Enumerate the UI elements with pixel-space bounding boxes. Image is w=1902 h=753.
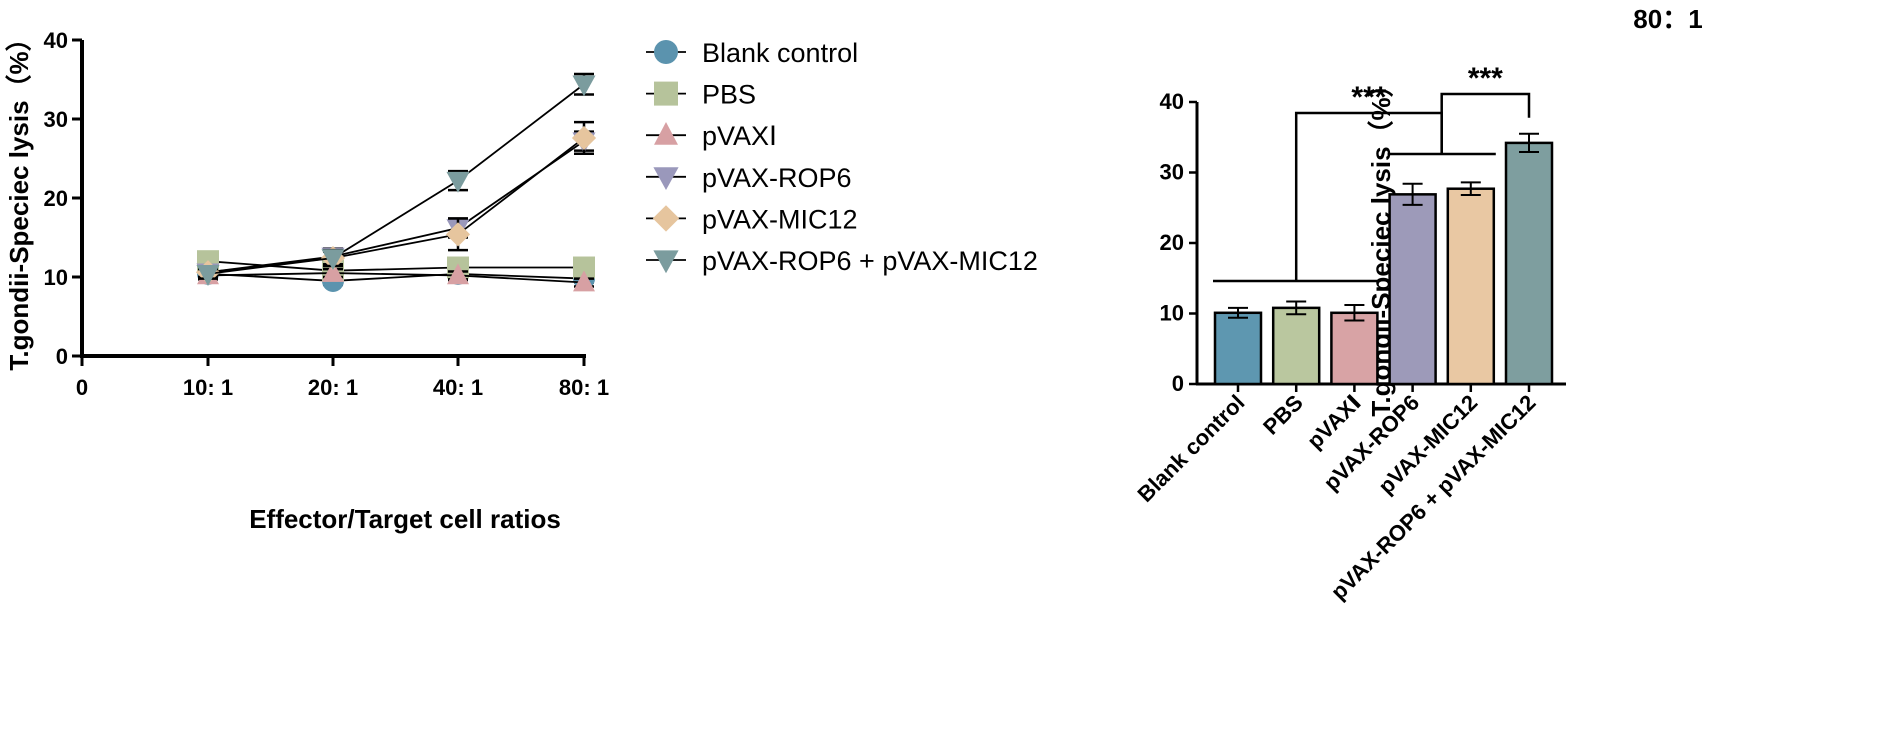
- y-tick-label: 30: [1160, 160, 1184, 185]
- series-line: [207, 272, 585, 282]
- line-chart-x-axis-title: Effector/Target cell ratios: [249, 504, 561, 534]
- legend-label: PBS: [702, 80, 756, 110]
- legend-marker: [654, 81, 678, 106]
- x-tick-label: 80: 1: [559, 375, 609, 400]
- series-3: [196, 130, 596, 285]
- bar-chart-y-ticks: 0 10 20 30 40: [1160, 89, 1197, 396]
- data-point: [573, 270, 595, 292]
- data-point: [572, 75, 596, 97]
- x-tick-label: 20: 1: [308, 375, 358, 400]
- y-tick-label: 20: [1160, 230, 1184, 255]
- legend-label: pVAXⅠ: [702, 121, 777, 151]
- legend-marker: [654, 40, 678, 64]
- data-point: [446, 171, 470, 193]
- y-tick-label: 30: [44, 107, 68, 132]
- legend-marker: [653, 250, 679, 274]
- line-chart-y-axis-title: T.gondii-Speciec lysis（%）: [4, 25, 34, 370]
- legend-label: pVAX-MIC12: [702, 204, 858, 234]
- legend-marker: [653, 167, 679, 190]
- y-tick-label: 40: [44, 28, 68, 53]
- legend-label: Blank control: [702, 38, 858, 68]
- x-tick-label: 10: 1: [183, 375, 233, 400]
- bar-chart-significance: *** ***: [1213, 62, 1531, 283]
- x-tick-label: 40: 1: [433, 375, 483, 400]
- series-4: [195, 120, 597, 285]
- series-line: [207, 140, 585, 274]
- bar: [1271, 306, 1321, 386]
- data-point: [573, 256, 595, 279]
- legend-marker: [652, 205, 680, 232]
- series-line: [207, 137, 585, 274]
- bar: [1388, 193, 1437, 386]
- significance-bracket: [1440, 92, 1531, 154]
- significance-label: ***: [1351, 81, 1386, 114]
- data-point: [322, 260, 344, 282]
- series-5: [196, 72, 596, 286]
- data-point: [571, 125, 597, 151]
- bar: [1330, 311, 1379, 386]
- line-chart-y-ticks: 0 10 20 30 40: [44, 28, 82, 369]
- bar: [1446, 187, 1496, 386]
- y-tick-label: 10: [44, 265, 68, 290]
- line-chart: 0 10 20 30 40 0 10: 1 20: 1 40: 1 80: 1 T.gondii…: [4, 25, 1038, 534]
- bar-chart-title: 80：1: [1633, 4, 1702, 34]
- bar-chart-bars: [1213, 132, 1554, 386]
- series-line: [207, 83, 585, 275]
- line-chart-axes: [80, 40, 586, 358]
- y-tick-label: 10: [1160, 301, 1184, 326]
- x-tick-label: PBS: [1258, 390, 1308, 440]
- y-tick-label: 0: [56, 344, 68, 369]
- data-point: [445, 222, 471, 247]
- legend-marker: [654, 122, 678, 145]
- bar: [1504, 141, 1554, 386]
- y-tick-label: 40: [1160, 89, 1184, 114]
- data-point: [321, 249, 345, 271]
- x-tick-label: 0: [76, 375, 88, 400]
- legend-label: pVAX-ROP6: [702, 163, 852, 193]
- data-point: [447, 263, 469, 285]
- y-tick-label: 0: [1172, 371, 1184, 396]
- y-tick-label: 20: [44, 186, 68, 211]
- x-tick-label: Blank control: [1132, 390, 1249, 507]
- line-chart-x-ticks: 0 10: 1 20: 1 40: 1 80: 1: [76, 356, 609, 400]
- significance-label: ***: [1468, 62, 1503, 95]
- line-chart-series-group: [195, 72, 597, 292]
- data-point: [196, 265, 220, 286]
- legend-label: pVAX-ROP6 + pVAX-MIC12: [702, 246, 1038, 276]
- bar: [1213, 311, 1263, 386]
- series-line: [207, 272, 585, 284]
